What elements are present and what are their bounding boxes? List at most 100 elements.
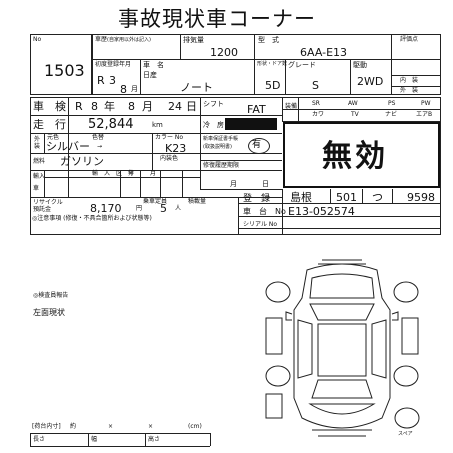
spare-label: スペア [398,431,413,437]
manual-sub: (取扱説明書) [203,144,232,150]
lot-box [30,34,92,95]
inspection-year-unit: 年 [104,100,115,113]
drive-label: 駆動 [353,61,367,69]
inspection-era: R [75,100,83,113]
car-name-label: 車 名 [143,61,164,69]
invalid-stamp: 無効 [322,139,388,174]
equipment-leather: カワ [312,111,325,118]
recycle-value: 8,170 [90,202,122,215]
wheel-front-right [393,281,419,303]
equipment-tv: TV [351,111,359,118]
load-box-approx: 約 [70,423,77,430]
import-col2: 年 [128,170,135,177]
color-name: シルバー [46,140,90,153]
equipment-label: 装備 [285,103,298,110]
exterior-color-side: 外 装 [34,136,41,150]
displacement-label: 排気量 [183,36,204,44]
load-box-x2: × [148,423,154,430]
doors-label: 形状・ドア数 [257,61,288,67]
equipment-aw: AW [348,100,358,107]
aircon-label: 冷 房 [203,121,224,129]
load-box-x1: × [108,423,114,430]
car-body-outline [293,263,391,429]
manual-label: 新車保証書手帳 [203,136,239,142]
car-damage-diagram [265,259,420,437]
capacity-label: 乗車定員 [143,198,168,205]
shift-label: シフト [203,100,224,108]
grade-label: グレード [288,61,316,69]
color-code-label: カラー No [155,134,184,141]
wheel-spare [394,407,420,429]
inspection-month: 8 [128,100,135,113]
car-maker: 日産 [143,71,157,79]
equipment-navi: ナビ [385,111,398,118]
manual-value: 有 [252,140,262,150]
doors-value: 5D [265,79,281,92]
mileage-value: 52,844 [88,117,134,132]
inspection-day: 24 [168,100,182,113]
load-length-label: 長さ [33,436,46,443]
exterior-label: 外 装 [400,87,419,94]
first-reg-month-unit: 月 [131,85,138,93]
load-label: 積載量 [188,198,207,205]
inspection-month-unit: 月 [142,100,153,113]
shift-value: FAT [247,103,266,116]
mileage-label: 走 行 [33,118,66,131]
top-grid [92,34,441,95]
import-label2: 車 [33,185,40,192]
wheel-front-left [265,281,291,303]
repair-expiry-day: 日 [262,180,269,188]
note-label: ◎注意事項 (修復・不具合箇所および状態等) [32,215,152,222]
grade-value: S [312,79,319,92]
detail-grid [30,97,441,235]
import-col1: 輸 入 区 分 [92,170,135,177]
color-arrow: → [97,143,103,150]
color-code: K23 [165,142,187,155]
registration-label: 登 録 [243,194,271,204]
registration-class: 501 [336,191,357,204]
fuel-label: 燃料 [33,158,46,165]
page-title: 事故現状車コーナー [118,7,316,31]
orig-color-label: 元色 [47,134,60,141]
aircon-redaction [225,118,277,130]
fuel-value: ガソリン [60,155,104,168]
car-name-value: ノート [180,81,213,94]
model-type-value: 6AA-E13 [300,46,348,59]
first-reg-label: 初度登録年月 [95,61,132,68]
lot-label: No [33,36,42,43]
first-reg-year: 3 [109,74,116,87]
interior-label: 内 装 [400,77,419,84]
registration-area: 島根 [290,191,312,204]
interior-color-label: 内装色 [160,155,179,162]
displacement-value: 1200 [210,46,238,59]
equipment-pw: PW [421,100,431,107]
wheel-rear-left [265,365,291,387]
load-height-label: 高さ [148,436,161,443]
capacity-value: 5 [160,202,167,215]
grade-score-label: 評価点 [400,36,419,43]
chassis-label: 車 台 No [243,207,286,216]
car-history-label: 車歴(自家用以外は記入) [95,36,151,43]
first-reg-era: R [97,74,105,87]
recycle-label: リサイクル 預託金 [33,199,63,213]
load-width-label: 幅 [91,436,98,443]
mileage-unit: km [152,121,163,129]
manual-circle [248,138,270,154]
import-col3: 月 [150,170,157,177]
drive-value: 2WD [357,75,384,88]
chassis-value: E13-052574 [288,205,355,218]
recycle-unit: 円 [136,205,143,212]
load-box-cm: (cm) [188,423,202,430]
first-reg-month: 8 [120,83,127,96]
repair-expiry-month: 月 [230,180,237,188]
inspection-day-unit: 日 [186,100,197,113]
inspection-label: 車 検 [33,100,66,113]
equipment-sr: SR [312,100,320,107]
registration-kana: つ [372,191,383,204]
equipment-airbag: エアB [416,111,433,118]
inspection-year: 8 [91,100,98,113]
registration-number: 9598 [407,191,435,204]
color-change-label: 色替 [92,134,105,141]
import-label: 輸入 [33,173,46,180]
inspector-note: 左面現状 [33,308,65,317]
